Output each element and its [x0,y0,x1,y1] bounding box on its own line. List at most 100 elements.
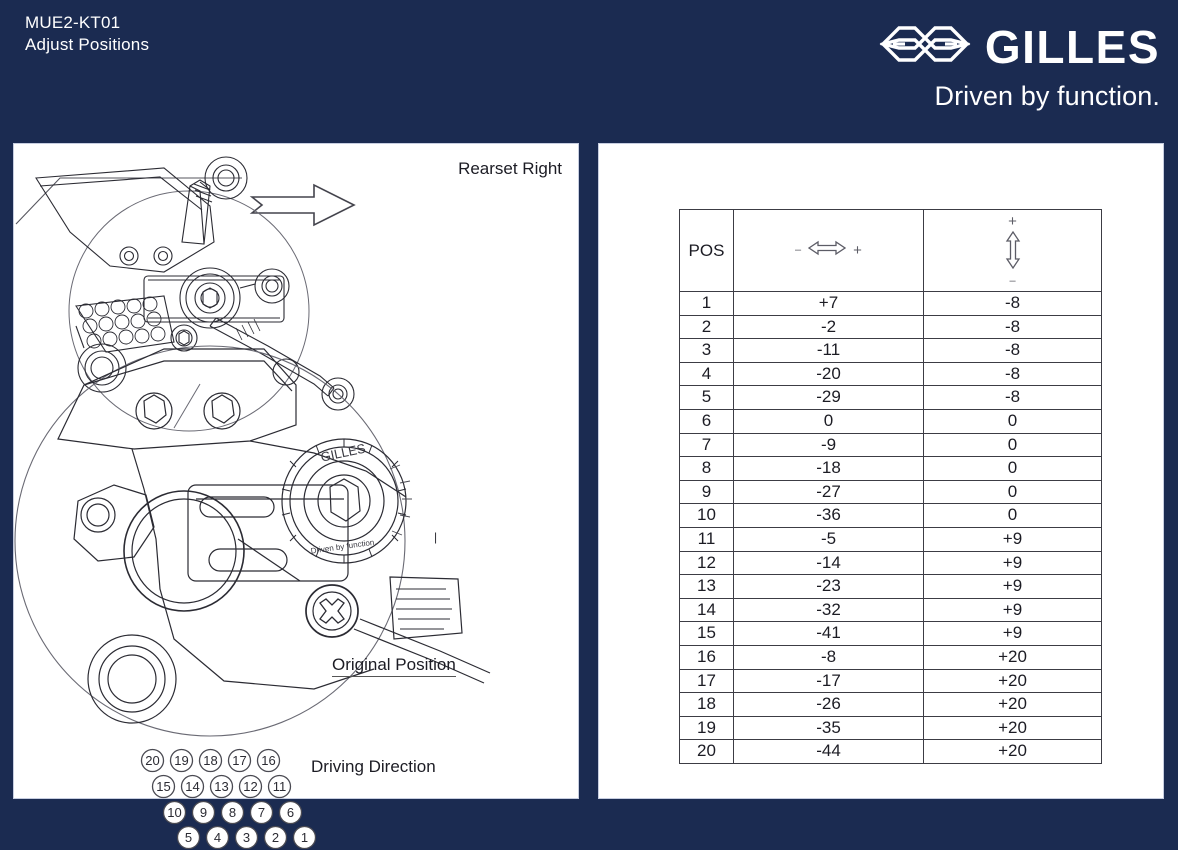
table-row: 17-17+20 [679,668,1102,694]
brand-tagline: Driven by function. [934,81,1160,111]
cell-pos: 5 [679,385,734,410]
cell-vertical: +9 [923,526,1102,552]
cell-horizontal: -29 [733,385,924,410]
cell-horizontal: -27 [733,479,924,505]
table-row: 13-23+9 [679,574,1102,599]
cell-horizontal: -32 [733,597,924,623]
column-header-vertical: + – [923,209,1102,292]
position-bubble: 12 [238,774,263,799]
cell-vertical: +20 [923,715,1102,741]
position-bubble: 6 [278,800,303,825]
svg-text:8: 8 [229,805,236,820]
position-bubble: 3 [234,825,259,850]
right-arrow-icon [250,183,357,227]
position-bubble: 18 [198,748,223,773]
cell-horizontal: -18 [733,456,924,481]
position-bubble: 8 [220,800,245,825]
position-bubble: 9 [191,800,216,825]
svg-text:15: 15 [156,779,170,794]
brand-name: GILLES [984,20,1160,73]
cell-pos: 15 [679,621,734,646]
svg-text:6: 6 [287,805,294,820]
position-bubble: 19 [169,748,194,773]
table-row: 20-44+20 [679,739,1102,764]
cell-horizontal: -41 [733,621,924,646]
cell-pos: 20 [679,739,734,764]
cell-pos: 9 [679,479,734,505]
svg-text:11: 11 [273,779,287,794]
position-bubble: 20 [140,748,165,773]
svg-text:18: 18 [203,753,217,768]
cell-pos: 8 [679,456,734,481]
svg-text:13: 13 [214,779,228,794]
cell-vertical: -8 [923,385,1102,410]
position-bubble: 7 [249,800,274,825]
cell-horizontal: -14 [733,550,924,576]
svg-text:|: | [434,530,437,544]
table-row: 1+7-8 [679,291,1102,316]
table-row: 18-26+20 [679,692,1102,717]
table-row: 12-14+9 [679,550,1102,576]
table-row: 4-20-8 [679,361,1102,387]
cell-pos: 6 [679,408,734,434]
brand-block: GILLES Driven by function. [879,18,1160,113]
position-bubble: 16 [256,748,281,773]
position-bubble: 4 [205,825,230,850]
original-position-leader-line [15,177,242,225]
minus-sign-horizontal: – [795,244,802,256]
horizontal-double-arrow-icon [808,240,847,261]
cell-vertical: 0 [923,456,1102,481]
cell-vertical: +9 [923,550,1102,576]
cell-horizontal: -20 [733,361,924,387]
column-header-pos: POS [679,209,734,292]
cell-vertical: 0 [923,432,1102,458]
page-title: MUE2-KT01 Adjust Positions [25,13,150,54]
position-bubble: 11 [267,774,292,799]
cell-horizontal: -9 [733,432,924,458]
cell-horizontal: +7 [733,291,924,316]
rearset-adjuster-detail-drawing: GILLES Driven by function. | [14,345,491,737]
cell-pos: 7 [679,432,734,458]
table-row: 11-5+9 [679,526,1102,552]
cell-vertical: -8 [923,361,1102,387]
cell-pos: 17 [679,668,734,694]
position-bubble: 5 [176,825,201,850]
table-row: 16-8+20 [679,644,1102,670]
cell-pos: 16 [679,644,734,670]
cell-vertical: -8 [923,291,1102,316]
cell-horizontal: -36 [733,503,924,528]
cell-pos: 18 [679,692,734,717]
cell-pos: 3 [679,338,734,363]
page-header: MUE2-KT01 Adjust Positions GILL [0,0,1178,128]
cell-horizontal: -35 [733,715,924,741]
adjust-positions-table: POS – + + [679,209,1102,764]
table-row: 15-41+9 [679,621,1102,646]
cell-vertical: -8 [923,338,1102,363]
svg-text:2: 2 [272,830,279,845]
cell-vertical: 0 [923,408,1102,434]
driving-direction-label: Driving Direction [311,757,436,776]
cell-horizontal: -8 [733,644,924,670]
svg-text:19: 19 [174,753,188,768]
svg-text:10: 10 [167,805,181,820]
rearset-assembly-overview-drawing [35,156,355,432]
position-bubble: 1 [292,825,317,850]
cell-pos: 10 [679,503,734,528]
position-bubble: 17 [227,748,252,773]
cell-horizontal: 0 [733,408,924,434]
cell-pos: 19 [679,715,734,741]
cell-horizontal: -5 [733,526,924,552]
cell-vertical: +20 [923,644,1102,670]
cell-horizontal: -23 [733,574,924,599]
table-row: 3-11-8 [679,338,1102,363]
table-row: 5-29-8 [679,385,1102,410]
column-header-horizontal: – + [733,209,924,292]
vertical-double-arrow-icon [1005,230,1021,274]
cell-vertical: +20 [923,739,1102,764]
